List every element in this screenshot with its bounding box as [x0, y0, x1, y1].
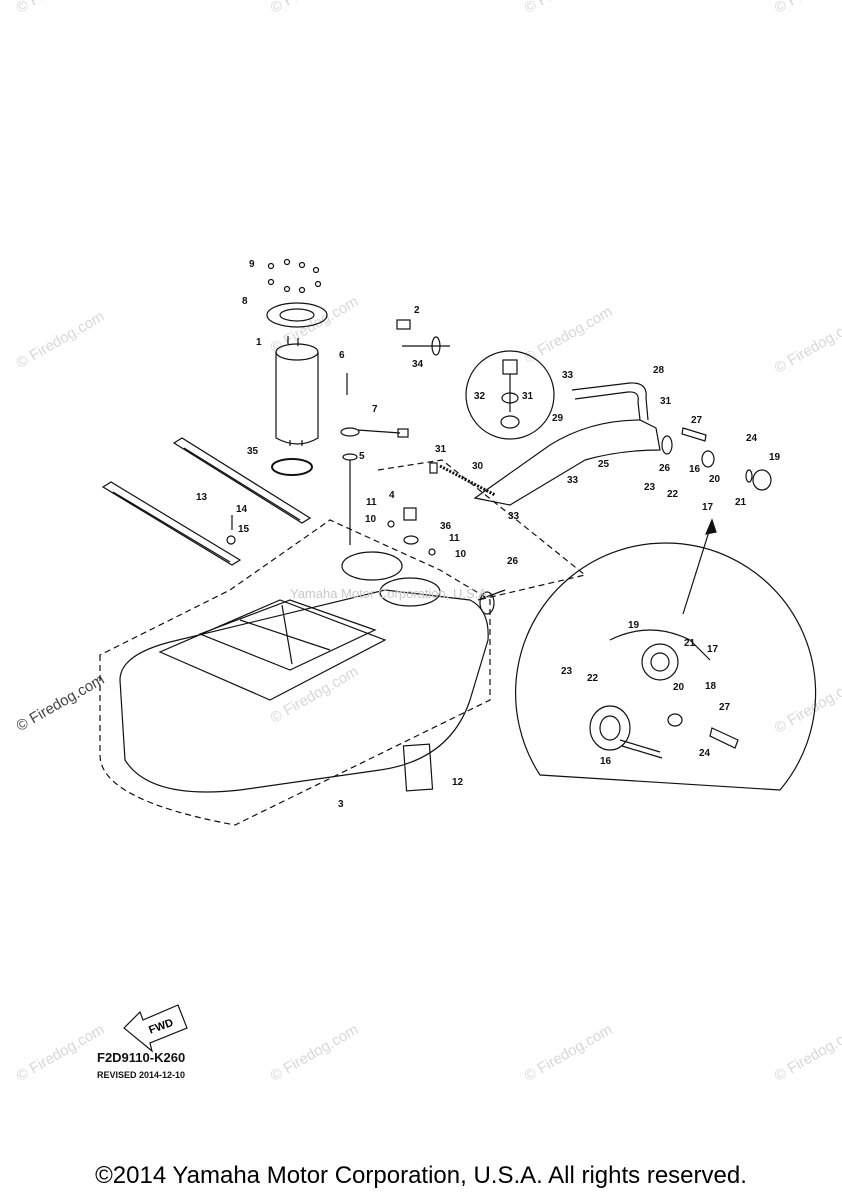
callout: 24	[746, 433, 758, 444]
callout: 31	[660, 396, 672, 407]
callout: 11	[449, 533, 460, 544]
callout: 12	[452, 777, 464, 788]
o-ring-part-35	[271, 458, 313, 476]
filler-hose-part-25	[473, 419, 661, 506]
callout: 6	[339, 350, 345, 361]
fuel-tank-part-3	[119, 551, 506, 793]
callout: 22	[667, 489, 679, 500]
ring-plate-part-8	[266, 302, 328, 328]
callout: 23	[644, 482, 656, 493]
callout: 16	[689, 464, 701, 475]
callout: 11	[366, 497, 377, 508]
fwd-arrow	[123, 1004, 188, 1053]
callout: 15	[238, 524, 250, 535]
callout: 7	[372, 404, 378, 415]
detail-pointer-arrow	[682, 521, 713, 615]
callout: 3	[338, 799, 344, 810]
callout: 36	[440, 521, 452, 532]
bolts-part-9	[267, 258, 322, 294]
callout: 13	[196, 492, 208, 503]
callout: 22	[587, 673, 599, 684]
callout: 33	[567, 475, 579, 486]
callout: 31	[522, 391, 534, 402]
callout: 25	[598, 459, 610, 470]
callout: 18	[705, 681, 717, 692]
callout: 14	[236, 504, 248, 515]
callout: 9	[249, 259, 255, 270]
hose-band-part-26-a	[661, 435, 673, 455]
fitting-part-4	[403, 507, 417, 521]
callout: 24	[699, 748, 711, 759]
callout: 17	[707, 644, 719, 655]
clip-part-2	[396, 319, 411, 330]
callout: 23	[561, 666, 573, 677]
callout: 26	[659, 463, 671, 474]
cap-part-19-a	[752, 469, 772, 491]
callout: 10	[455, 549, 467, 560]
callout: 8	[242, 296, 248, 307]
callout: 21	[684, 638, 696, 649]
inner-copyright-text: Yamaha Motor Corporation, U.S.A.	[290, 586, 491, 601]
dashed-outline-hose-group	[377, 459, 587, 601]
nut-part-10-a	[387, 520, 395, 528]
callout: 28	[653, 365, 665, 376]
callout: 29	[552, 413, 564, 424]
fuel-pump-part-1	[275, 336, 319, 446]
callout: 27	[691, 415, 703, 426]
callout: 31	[435, 444, 447, 455]
callout: 19	[628, 620, 640, 631]
callout: 10	[365, 514, 377, 525]
bracket-bars-part-13	[101, 437, 312, 566]
gasket-part-5	[342, 453, 358, 461]
callout: 30	[472, 461, 484, 472]
callout: 1	[256, 337, 262, 348]
cap-part-27-a	[681, 427, 707, 442]
callout: 16	[600, 756, 612, 767]
callout: 32	[474, 391, 486, 402]
grommet-part-36	[403, 535, 419, 545]
bolt-part-34	[402, 336, 450, 356]
callout: 26	[507, 556, 519, 567]
clamp-part-31-a	[429, 462, 438, 474]
nut-part-10-b	[428, 548, 436, 556]
callout: 19	[769, 452, 781, 463]
callout-numbers: 1 2 3 4 5 6 7 8 9 10 10 11 11 12 13 14 1…	[196, 259, 781, 810]
callout: 33	[508, 511, 520, 522]
detail-circle-filler-neck	[515, 542, 817, 791]
callout: 35	[247, 446, 259, 457]
callout: 20	[673, 682, 685, 693]
sender-part-7	[340, 427, 409, 438]
callout: 27	[719, 702, 731, 713]
breather-pipe-part-28	[571, 382, 649, 421]
revision-date: REVISED 2014-12-10	[97, 1070, 186, 1080]
callout: 17	[702, 502, 714, 513]
callout: 2	[414, 305, 420, 316]
dashed-outline-tank	[99, 519, 491, 826]
callout: 5	[359, 451, 365, 462]
callout: 20	[709, 474, 721, 485]
detail-circle-valve	[465, 350, 555, 440]
hose-part-30	[439, 464, 496, 497]
washer-part-15	[226, 535, 236, 545]
callout: 34	[412, 359, 424, 370]
callout: 21	[735, 497, 747, 508]
copyright-footer: ©2014 Yamaha Motor Corporation, U.S.A. A…	[95, 1162, 747, 1189]
seal-part-21-a	[745, 469, 753, 483]
drawing-code: F2D9110-K260	[97, 1050, 186, 1065]
label-plate-part-12	[402, 743, 434, 792]
fitting-part-16-a	[701, 450, 715, 468]
callout: 33	[562, 370, 574, 381]
callout: 4	[389, 490, 395, 501]
